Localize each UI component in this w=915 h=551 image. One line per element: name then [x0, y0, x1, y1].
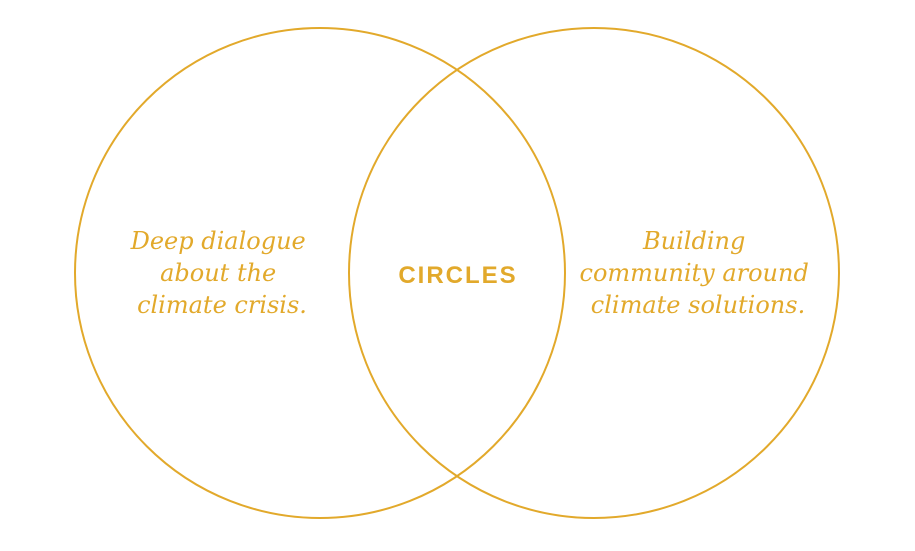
left-line-3: climate crisis.: [137, 291, 307, 319]
center-label: CIRCLES: [398, 262, 517, 289]
right-circle-text: Building community around climate soluti…: [580, 227, 817, 319]
right-line-3: climate solutions.: [591, 291, 805, 319]
left-line-2: about the: [160, 259, 276, 287]
left-circle-text: Deep dialogue about the climate crisis.: [130, 227, 314, 319]
right-circle: [348, 27, 840, 519]
right-line-1: Building: [642, 227, 745, 255]
left-circle: [74, 27, 566, 519]
right-line-2: community around: [580, 259, 809, 287]
left-line-1: Deep dialogue: [130, 227, 306, 255]
